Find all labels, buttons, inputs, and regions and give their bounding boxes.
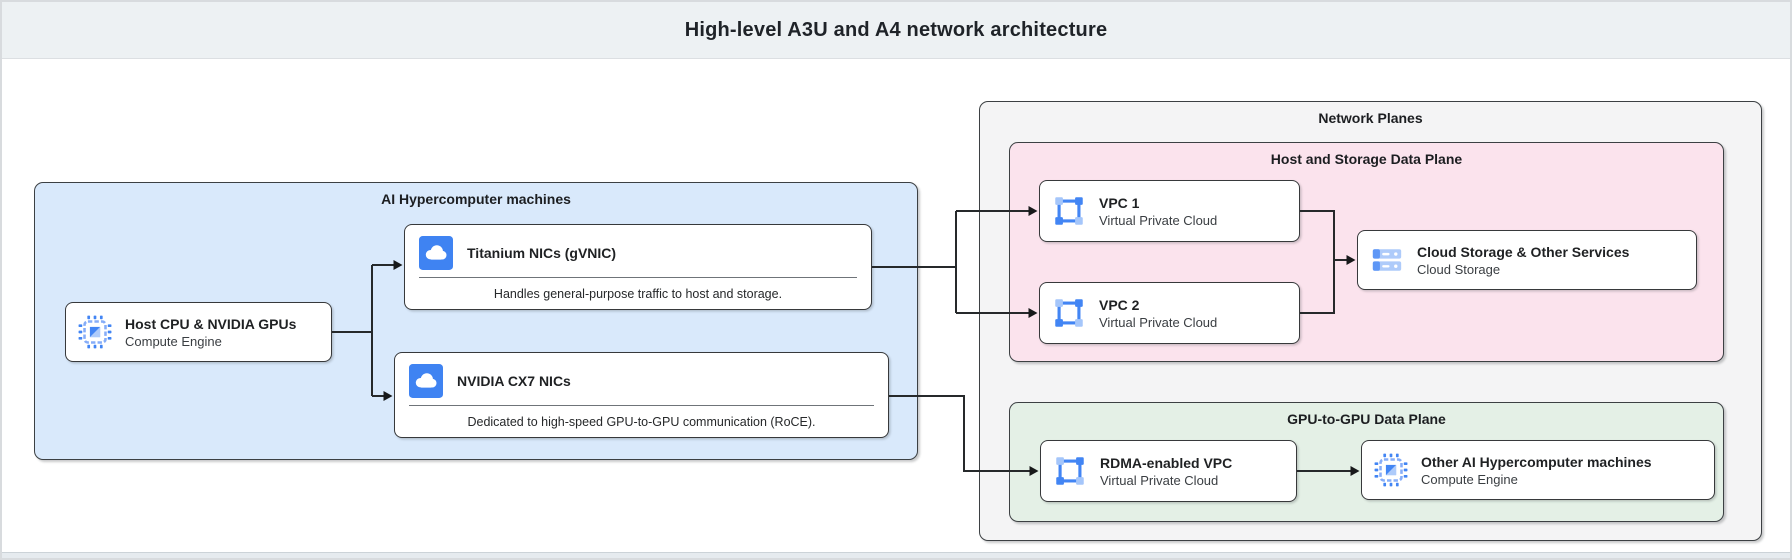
node-title: NVIDIA CX7 NICs bbox=[457, 373, 571, 389]
diagram-header: High-level A3U and A4 network architectu… bbox=[2, 2, 1790, 59]
node-title: Host CPU & NVIDIA GPUs bbox=[125, 315, 297, 332]
cloud-nic-icon bbox=[409, 364, 443, 398]
node-rdma-enabled-vpc: RDMA-enabled VPC Virtual Private Cloud bbox=[1040, 440, 1297, 502]
node-subtitle: Compute Engine bbox=[1421, 471, 1518, 487]
node-title: Titanium NICs (gVNIC) bbox=[467, 245, 617, 261]
vpc-icon bbox=[1053, 454, 1087, 488]
node-subtitle: Cloud Storage bbox=[1417, 261, 1501, 277]
group-gpu-plane-label: GPU-to-GPU Data Plane bbox=[1287, 411, 1446, 427]
divider bbox=[409, 405, 874, 406]
node-vpc-2: VPC 2 Virtual Private Cloud bbox=[1039, 282, 1300, 344]
node-subtitle: Virtual Private Cloud bbox=[1099, 314, 1218, 330]
node-title: Cloud Storage & Other Services bbox=[1417, 243, 1630, 260]
bottom-strip bbox=[2, 552, 1790, 558]
group-ai-label: AI Hypercomputer machines bbox=[381, 191, 571, 207]
node-title: VPC 2 bbox=[1099, 296, 1140, 313]
node-subtitle: Virtual Private Cloud bbox=[1099, 212, 1218, 228]
cloud-nic-icon bbox=[419, 236, 453, 270]
node-description: Dedicated to high-speed GPU-to-GPU commu… bbox=[467, 415, 816, 429]
cloud-storage-icon bbox=[1370, 243, 1404, 277]
node-titanium-nics: Titanium NICs (gVNIC) Handles general-pu… bbox=[404, 224, 872, 310]
node-title: Other AI Hypercomputer machines bbox=[1421, 453, 1652, 470]
node-nvidia-cx7-nics: NVIDIA CX7 NICs Dedicated to high-speed … bbox=[394, 352, 889, 438]
group-host-storage-label: Host and Storage Data Plane bbox=[1270, 151, 1463, 167]
node-other-ai-hypercomputer-machines: Other AI Hypercomputer machines Compute … bbox=[1361, 440, 1715, 500]
node-description: Handles general-purpose traffic to host … bbox=[493, 287, 783, 301]
compute-engine-icon bbox=[1374, 453, 1408, 487]
node-subtitle: Compute Engine bbox=[125, 333, 222, 349]
vpc-icon bbox=[1052, 296, 1086, 330]
group-network-planes-label: Network Planes bbox=[1318, 110, 1423, 126]
node-vpc-1: VPC 1 Virtual Private Cloud bbox=[1039, 180, 1300, 242]
node-cloud-storage-other-services: Cloud Storage & Other Services Cloud Sto… bbox=[1357, 230, 1697, 290]
divider bbox=[419, 277, 857, 278]
node-title: RDMA-enabled VPC bbox=[1100, 454, 1233, 471]
compute-engine-icon bbox=[78, 315, 112, 349]
page-title: High-level A3U and A4 network architectu… bbox=[684, 18, 1108, 41]
vpc-icon bbox=[1052, 194, 1086, 228]
node-subtitle: Virtual Private Cloud bbox=[1100, 472, 1219, 488]
node-host-cpu-nvidia-gpus: Host CPU & NVIDIA GPUs Compute Engine bbox=[65, 302, 332, 362]
node-title: VPC 1 bbox=[1099, 194, 1140, 211]
